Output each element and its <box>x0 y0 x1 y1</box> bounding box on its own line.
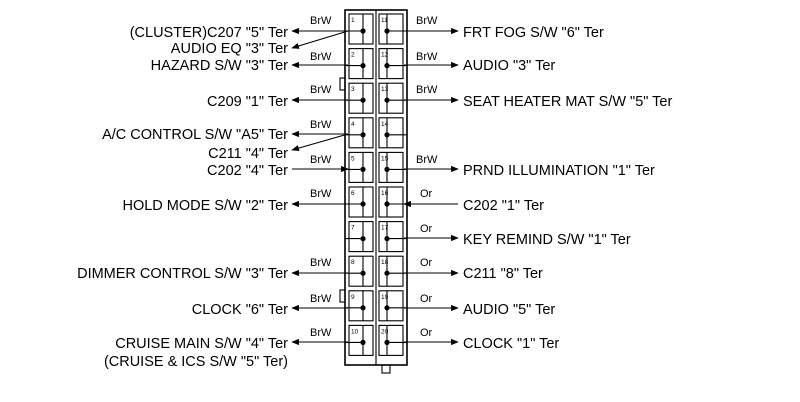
pin-number: 18 <box>381 259 389 266</box>
left-label: HAZARD S/W "3" Ter <box>151 58 288 74</box>
wire-color: BrW <box>310 119 332 131</box>
right-arrows <box>403 27 459 346</box>
pin-number: 19 <box>381 294 389 301</box>
right-label: CLOCK "1" Ter <box>463 336 559 352</box>
left-label: HOLD MODE S/W "2" Ter <box>122 198 288 214</box>
pin-number: 15 <box>381 155 389 162</box>
right-label: AUDIO "3" Ter <box>463 58 555 74</box>
pin-cell <box>378 117 404 149</box>
wire-color: BrW <box>310 84 332 96</box>
wire-color: BrW <box>310 257 332 269</box>
wire-color: Or <box>420 188 433 200</box>
pin-number: 1 <box>351 17 355 24</box>
wire-color: Or <box>420 223 433 235</box>
left-label: (CLUSTER)C207 "5" Ter <box>130 25 288 41</box>
wire-color: BrW <box>416 15 438 27</box>
pin-number: 13 <box>381 86 389 93</box>
pin-number: 12 <box>381 52 389 59</box>
pin-cell <box>378 151 404 183</box>
left-label: AUDIO EQ "3" Ter <box>171 41 288 57</box>
pin-number: 14 <box>381 121 389 128</box>
pin-number: 20 <box>381 328 389 335</box>
pin-cell <box>378 324 404 356</box>
pin-cell <box>378 186 404 218</box>
wire-color: Or <box>420 327 433 339</box>
pin-number: 10 <box>351 328 359 335</box>
left-arrows <box>291 27 349 346</box>
left-wire-colors: BrW BrW BrW BrW BrW BrW BrW BrW BrW <box>310 15 332 339</box>
right-label: FRT FOG S/W "6" Ter <box>463 25 604 41</box>
wire-color: BrW <box>310 293 332 305</box>
pin-number: 16 <box>381 190 389 197</box>
pin-cell <box>348 186 374 218</box>
connector-body <box>339 9 408 374</box>
left-label: C209 "1" Ter <box>207 94 288 110</box>
pin-cell <box>378 221 404 253</box>
wire-arrow <box>291 133 349 152</box>
right-label: KEY REMIND S/W "1" Ter <box>463 232 631 248</box>
pin-cell <box>348 82 374 114</box>
wire-color: BrW <box>310 154 332 166</box>
pin-number: 2 <box>351 52 355 59</box>
pin-cell <box>348 324 374 356</box>
pin-cell <box>378 48 404 80</box>
pin-cell <box>348 13 374 45</box>
pin-cell <box>348 255 374 287</box>
wire-arrow <box>291 30 349 49</box>
wire-color: BrW <box>416 51 438 63</box>
left-label: C211 "4" Ter <box>208 146 288 162</box>
pin-cell <box>378 13 404 45</box>
pin-cell <box>378 255 404 287</box>
pin-cell <box>348 48 374 80</box>
wire-color: BrW <box>310 327 332 339</box>
left-label: A/C CONTROL S/W "A5" Ter <box>102 127 288 143</box>
pin-number: 17 <box>381 225 389 232</box>
right-label: C211 "8" Ter <box>463 266 543 282</box>
pin-number: 4 <box>351 121 355 128</box>
right-wire-colors: BrW BrW BrW BrW Or Or Or Or Or <box>416 15 438 339</box>
pin-cell <box>378 290 404 322</box>
pin-cell <box>348 290 374 322</box>
wire-color: BrW <box>416 84 438 96</box>
pin-cell <box>348 151 374 183</box>
wire-color: BrW <box>416 154 438 166</box>
wire-color: BrW <box>310 51 332 63</box>
left-labels: (CLUSTER)C207 "5" Ter AUDIO EQ "3" Ter H… <box>77 25 288 370</box>
wire-color: BrW <box>310 188 332 200</box>
pin-cell <box>348 117 374 149</box>
left-label: DIMMER CONTROL S/W "3" Ter <box>77 266 288 282</box>
right-label: AUDIO "5" Ter <box>463 302 555 318</box>
pin-cell <box>348 221 374 253</box>
pin-number: 3 <box>351 86 355 93</box>
left-label: CRUISE MAIN S/W "4" Ter <box>115 336 288 352</box>
pin-number: 8 <box>351 259 355 266</box>
pin-number: 6 <box>351 190 355 197</box>
pin-number: 9 <box>351 294 355 301</box>
right-label: C202 "1" Ter <box>463 198 544 214</box>
right-label: PRND ILLUMINATION "1" Ter <box>463 163 655 179</box>
left-label: (CRUISE & ICS S/W "5" Ter) <box>104 354 288 370</box>
pin-number: 7 <box>351 225 355 232</box>
pin-cell <box>378 82 404 114</box>
wire-color: Or <box>420 293 433 305</box>
pin-number: 11 <box>381 17 388 24</box>
pin-number: 5 <box>351 155 355 162</box>
wire-color: Or <box>420 257 433 269</box>
right-labels: FRT FOG S/W "6" Ter AUDIO "3" Ter SEAT H… <box>463 25 672 352</box>
left-label: C202 "4" Ter <box>207 163 288 179</box>
right-label: SEAT HEATER MAT S/W "5" Ter <box>463 94 672 110</box>
wire-color: BrW <box>310 15 332 27</box>
left-label: CLOCK "6" Ter <box>192 302 288 318</box>
